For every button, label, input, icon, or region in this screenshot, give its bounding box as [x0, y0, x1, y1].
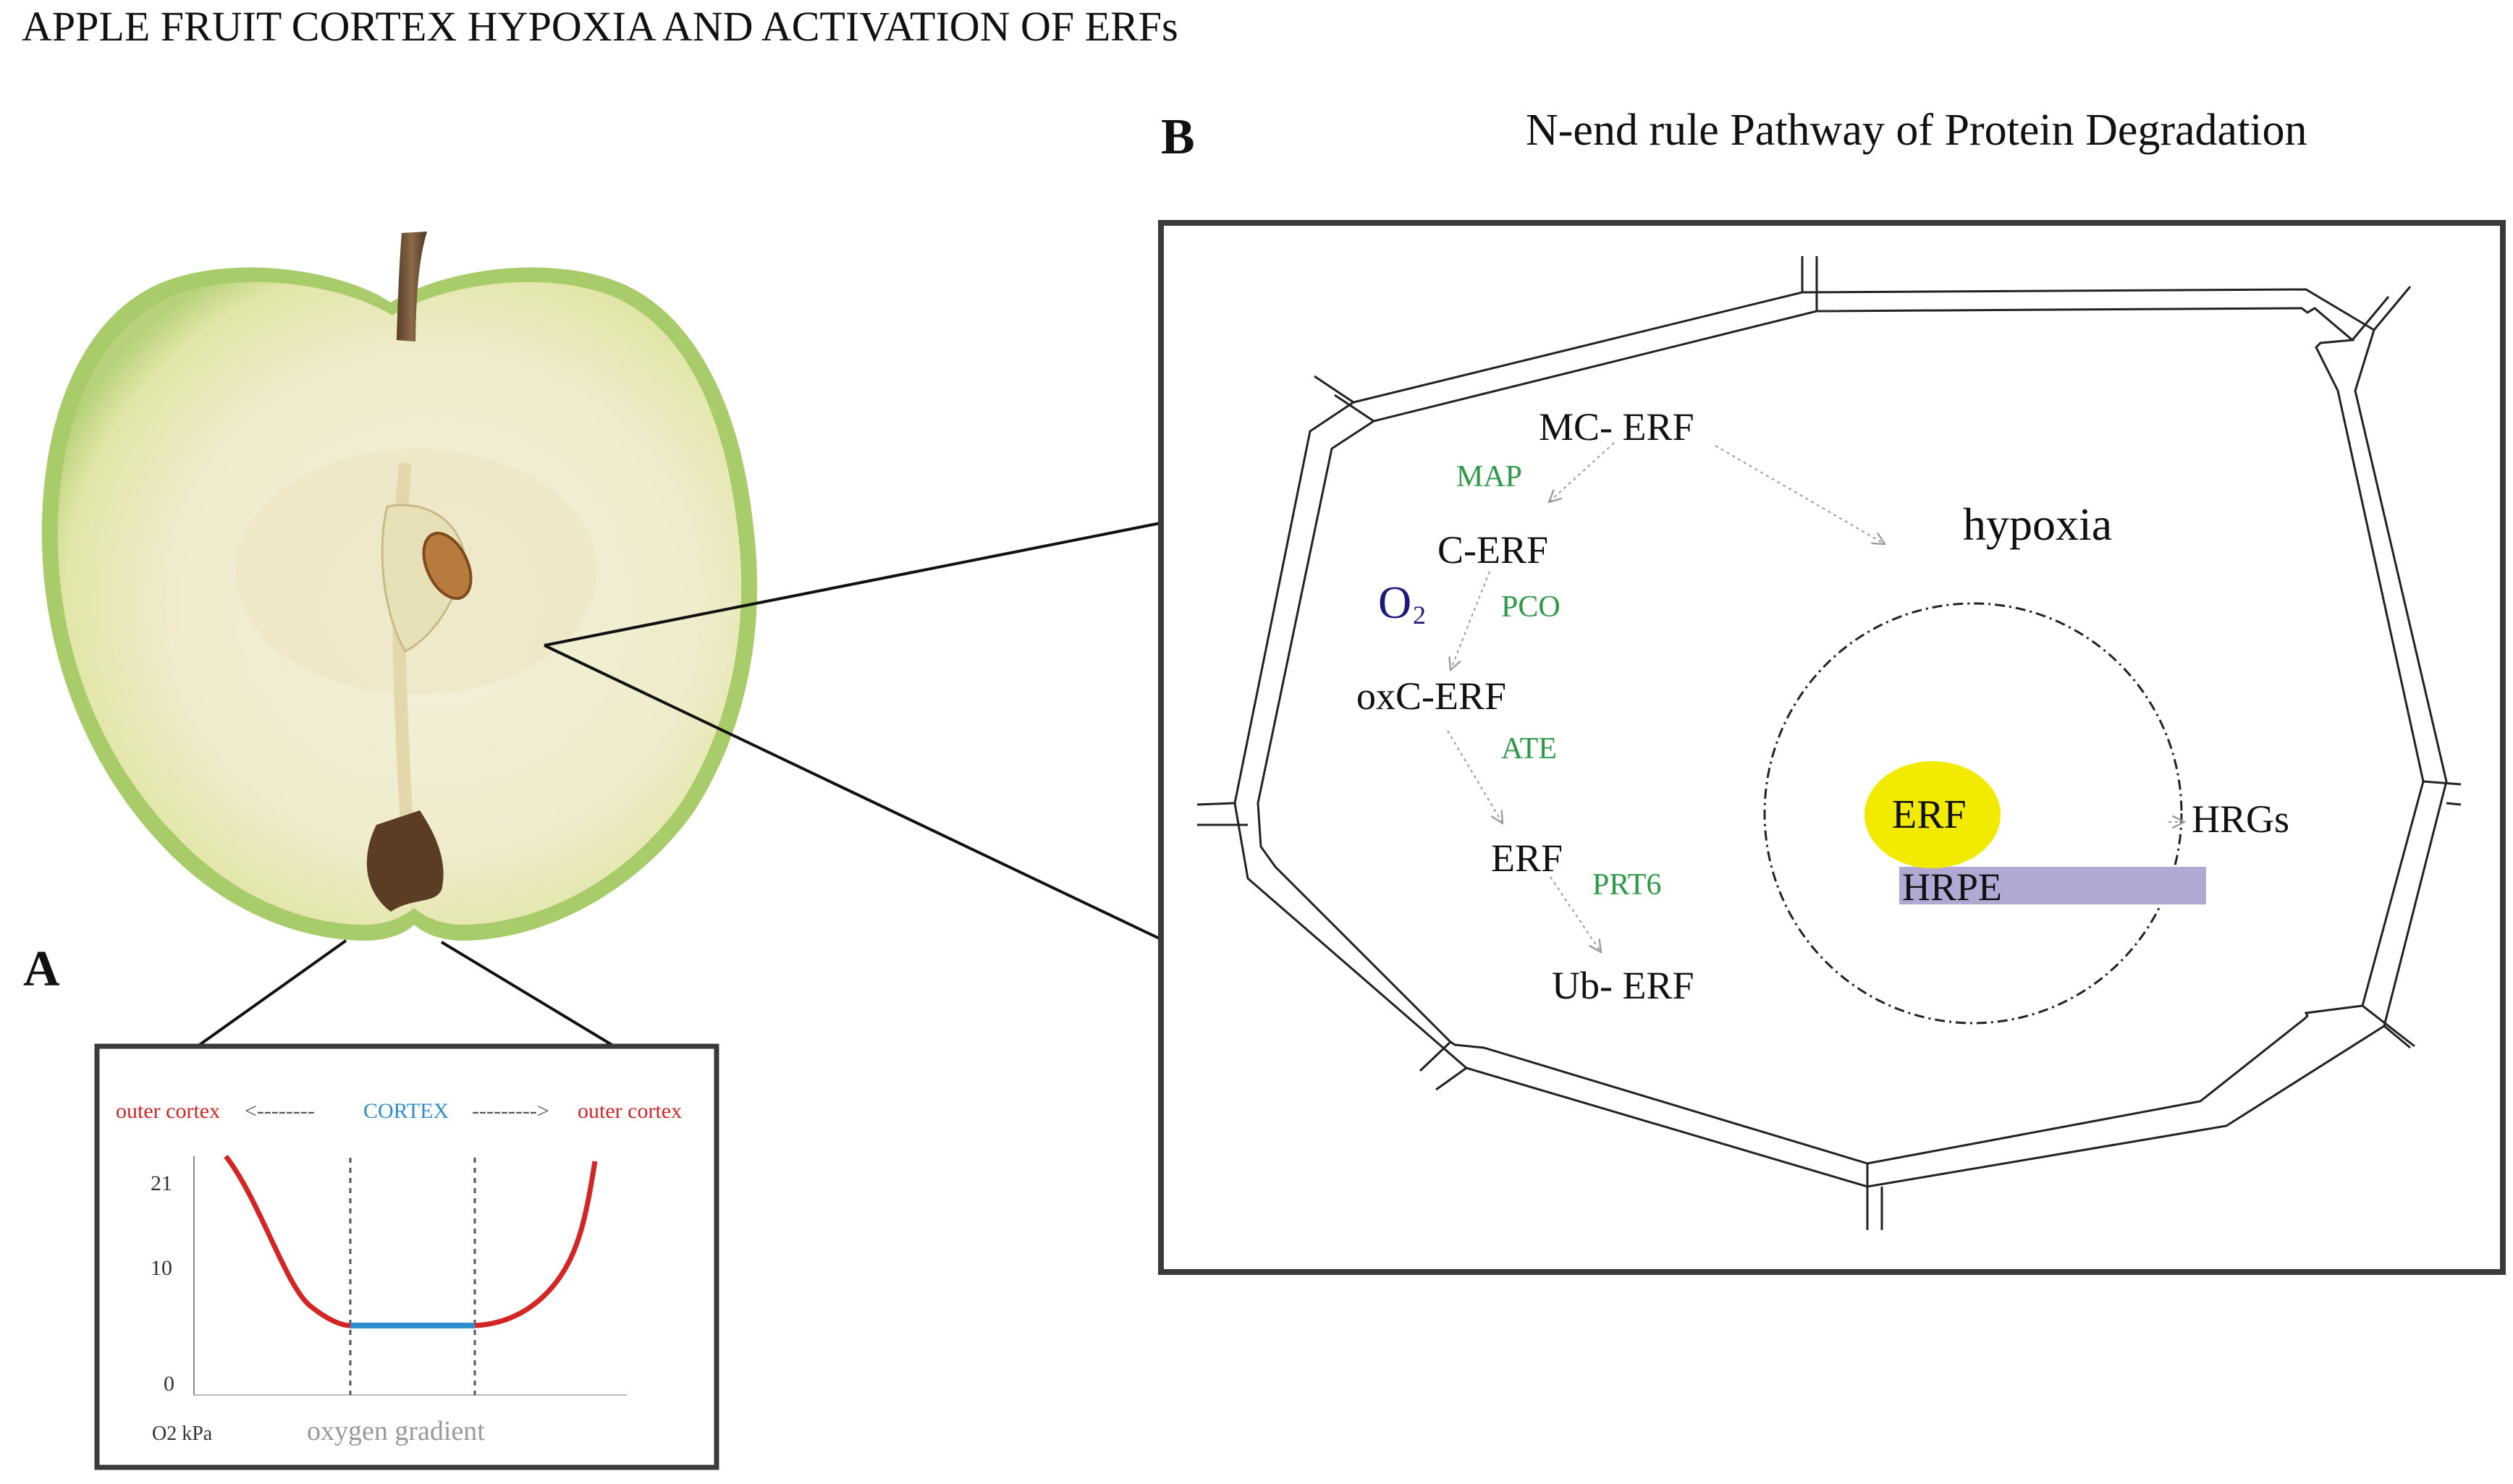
zoom-connector-bottom	[544, 644, 1165, 942]
hrpe-label: HRPE	[1902, 865, 2002, 909]
mc-erf-label: MC- ERF	[1539, 405, 1694, 449]
arrow-c-to-oxc	[1450, 571, 1490, 670]
wall-stub-5	[2362, 1004, 2415, 1048]
nucleus-erf-label: ERF	[1892, 792, 1967, 837]
outer-cortex-curve-left	[224, 1154, 351, 1328]
y-tick-21: 21	[151, 1171, 172, 1195]
hrgs-label: HRGs	[2192, 797, 2289, 841]
zoom-connector-top	[544, 521, 1165, 647]
y-tick-10: 10	[151, 1256, 172, 1280]
hypoxia-label: hypoxia	[1963, 499, 2112, 550]
arrow-erf-to-ub	[1550, 876, 1601, 952]
apple-stem	[397, 232, 427, 342]
nucleus-boundary	[1763, 602, 2183, 1025]
wall-stub-4	[2423, 780, 2462, 786]
ub-erf-label: Ub- ERF	[1552, 964, 1694, 1007]
wall-stub-3b	[2351, 296, 2390, 341]
ate-enzyme-label: ATE	[1501, 732, 1557, 766]
wall-stub-7	[1435, 1067, 1467, 1091]
cortex-label: CORTEX	[363, 1099, 449, 1123]
cell-wall-outer	[1233, 288, 2448, 1188]
outer-cortex-curve-right	[474, 1161, 598, 1328]
arrow-mc-to-c	[1549, 442, 1615, 502]
prt6-enzyme-label: PRT6	[1592, 868, 1662, 902]
wall-stub-4b	[2446, 802, 2462, 806]
oxygen-gradient-inset: outer cortex <-------- CORTEX --------->…	[94, 1043, 719, 1470]
o2-main-label: O	[1378, 577, 1411, 628]
panel-b-title: N-end rule Pathway of Protein Degradatio…	[1526, 106, 2307, 155]
figure-title: APPLE FRUIT CORTEX HYPOXIA AND ACTIVATIO…	[22, 3, 1178, 50]
hrpe-bar	[1899, 867, 2206, 904]
x-caption: oxygen gradient	[307, 1416, 485, 1446]
right-arrow-text: --------->	[472, 1099, 549, 1123]
wall-stub-5b	[2383, 1025, 2411, 1049]
outer-cortex-left-label: outer cortex	[116, 1099, 220, 1123]
pco-enzyme-label: PCO	[1501, 590, 1560, 624]
arrow-mc-to-hypoxia	[1715, 445, 1885, 544]
wall-stub-7b	[1419, 1040, 1452, 1072]
oxc-erf-label: oxC-ERF	[1356, 674, 1506, 718]
inset-connector-left	[194, 939, 347, 1049]
y-tick-0: 0	[164, 1372, 174, 1396]
cell-wall-inner	[1256, 307, 2425, 1165]
inset-connector-right	[440, 941, 618, 1049]
apple-half-photo	[41, 232, 758, 941]
panel-b-frame	[1158, 220, 2506, 1275]
y-unit-label: O2 kPa	[152, 1422, 213, 1445]
wall-stub-8	[1196, 802, 1236, 806]
apple-calyx	[366, 810, 444, 912]
erf-label: ERF	[1491, 836, 1563, 880]
outer-cortex-right-label: outer cortex	[578, 1099, 682, 1123]
map-enzyme-label: MAP	[1456, 460, 1522, 493]
erf-blob	[1864, 761, 2001, 868]
inset-frame	[94, 1043, 719, 1470]
o2-subscript: 2	[1413, 601, 1426, 629]
panel-a-letter: A	[23, 941, 60, 997]
wall-stub-1b	[1334, 394, 1374, 423]
arrow-oxc-to-erf	[1447, 730, 1503, 823]
panel-b-letter: B	[1161, 109, 1195, 165]
apple-seed	[422, 531, 473, 601]
cell-wall	[1196, 256, 2462, 1230]
c-erf-label: C-ERF	[1437, 528, 1548, 572]
left-arrow-text: <--------	[245, 1099, 315, 1123]
wall-stub-3	[2373, 286, 2412, 331]
wall-stub-1	[1314, 375, 1354, 404]
